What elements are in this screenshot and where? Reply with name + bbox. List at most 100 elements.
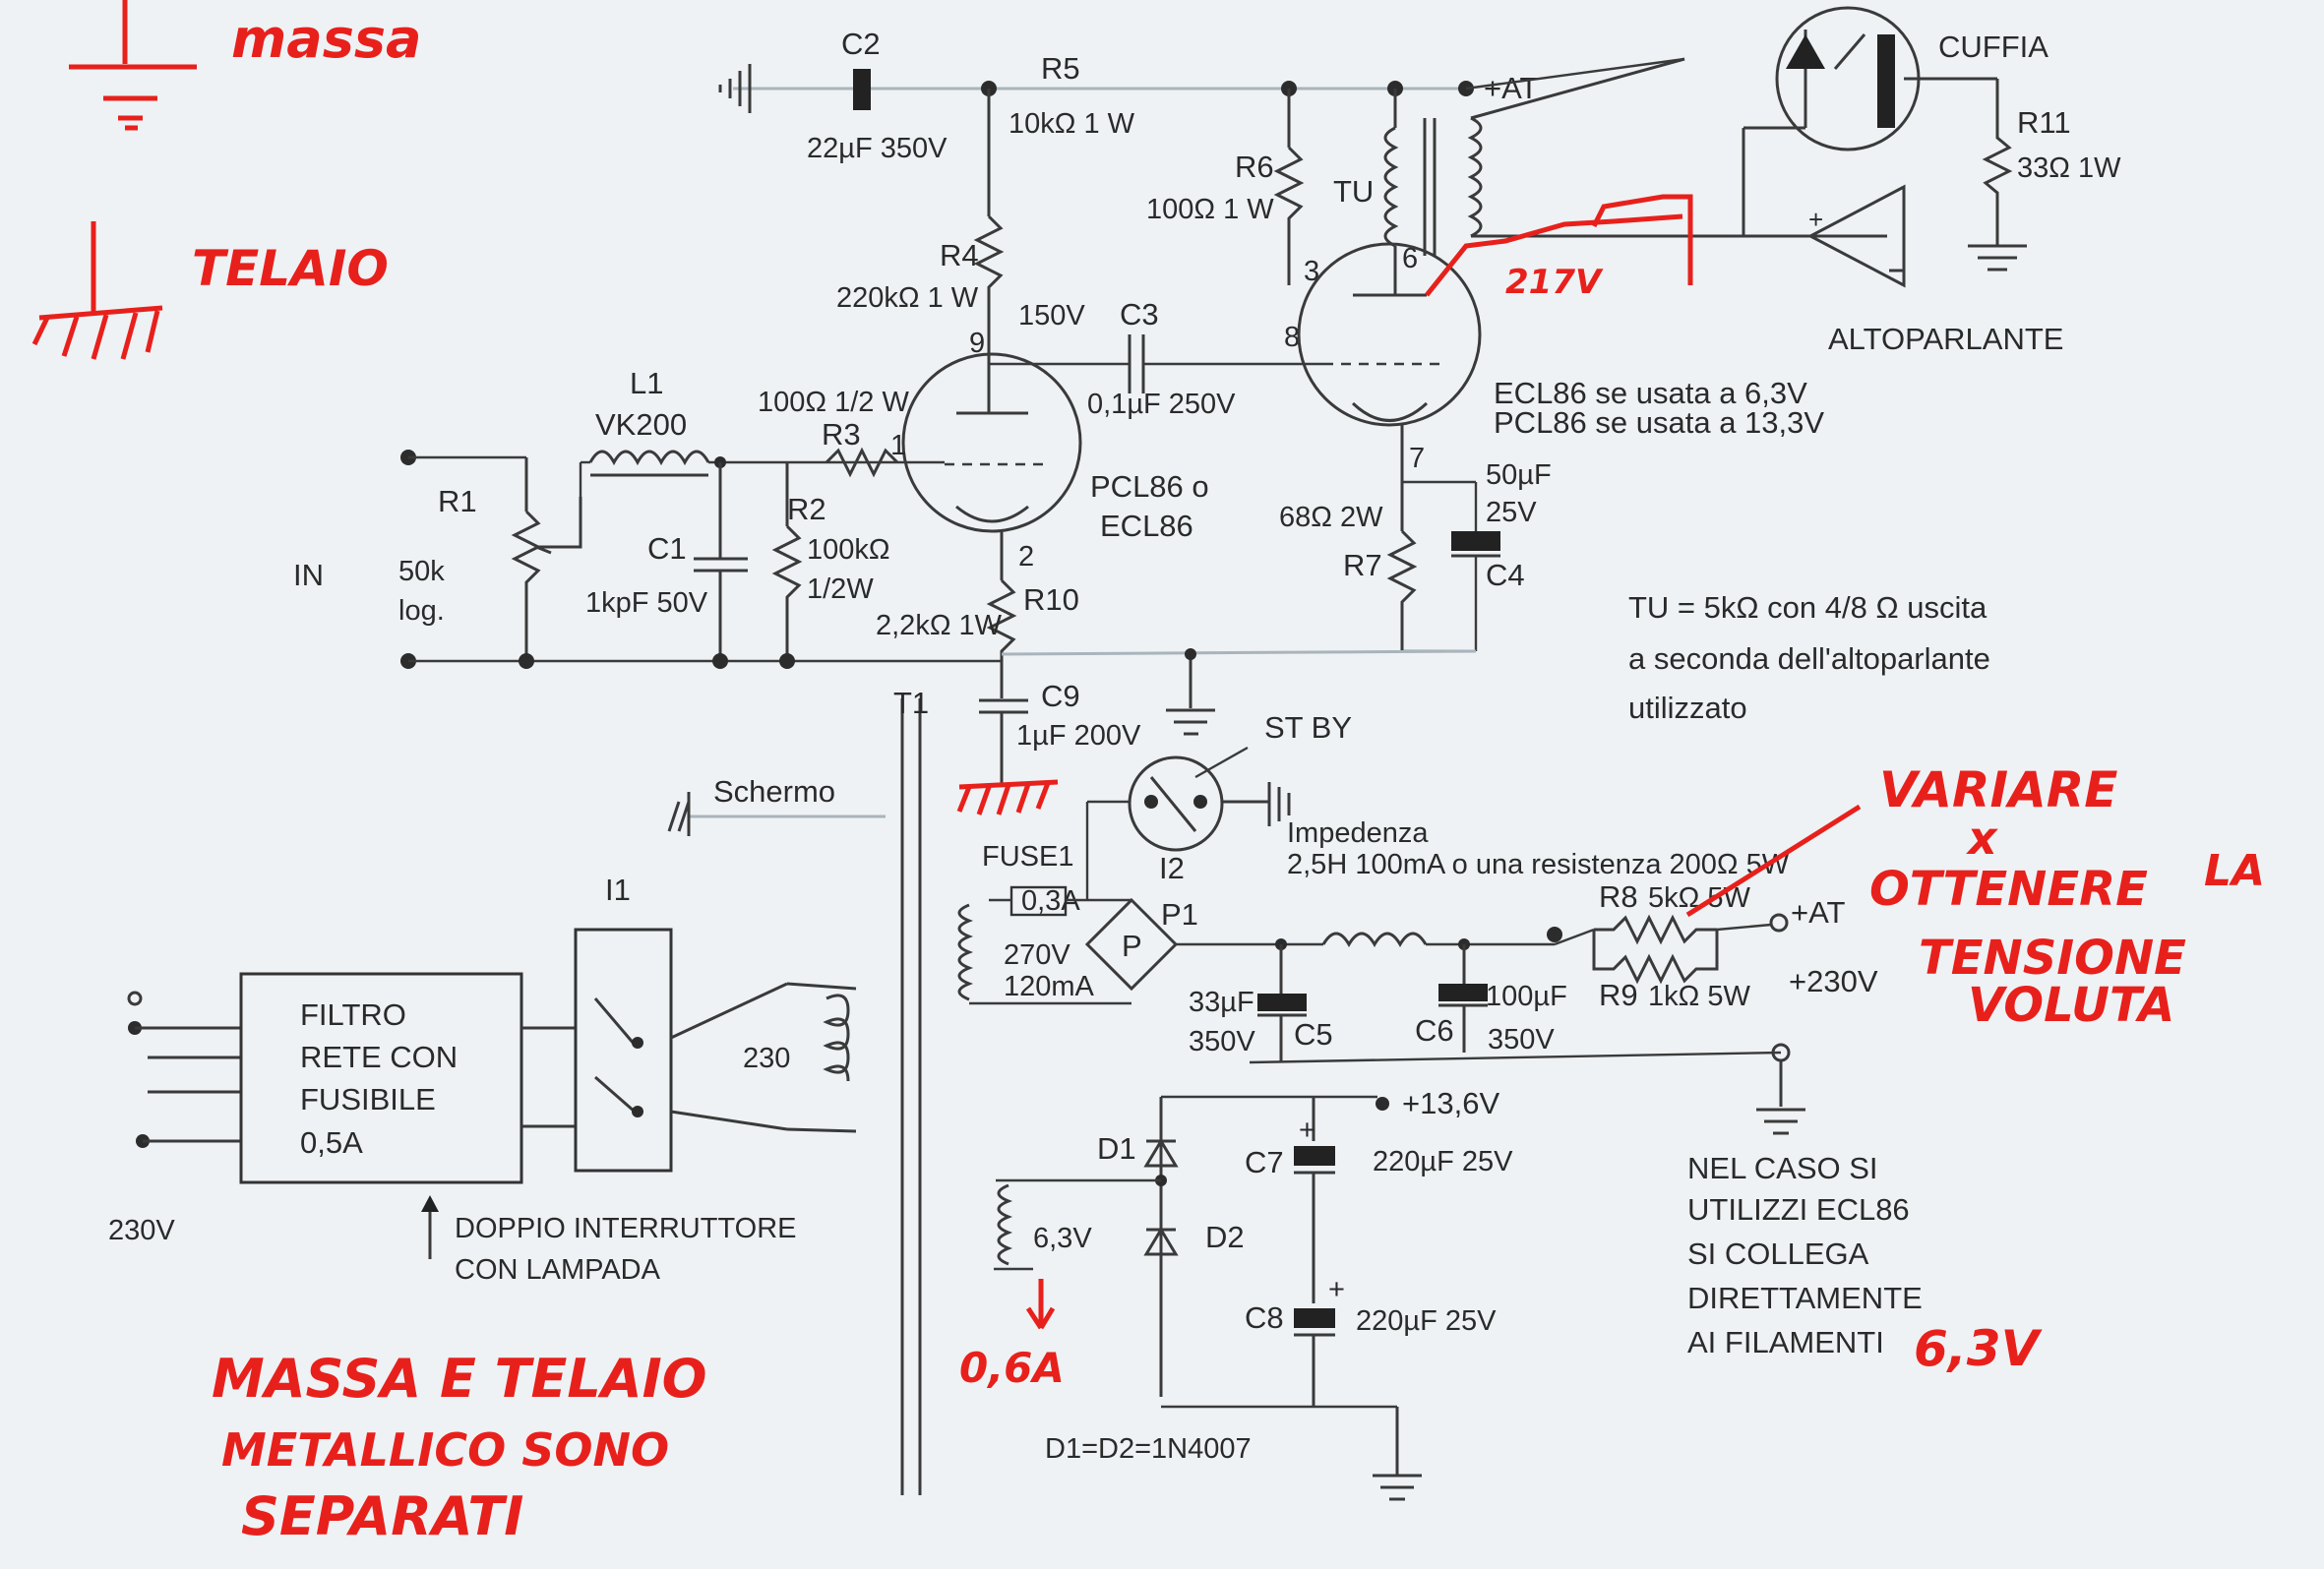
r2-value-1: 100kΩ: [807, 534, 890, 566]
r1-value-2: log.: [398, 595, 445, 627]
i1-label: I1: [605, 873, 631, 907]
diodes-label: D1=D2=1N4007: [1045, 1433, 1252, 1465]
v136-label: +13,6V: [1402, 1086, 1499, 1120]
r5-label: R5: [1041, 51, 1080, 86]
filament-current: 0,6A: [959, 1344, 1065, 1392]
v150-label: 150V: [1018, 300, 1085, 332]
v2-type-2: PCL86 se usata a 13,3V: [1494, 405, 1824, 440]
input-section: IN R1 50k log. L1 VK200 C1 1kpF 50V R2 1…: [293, 366, 1477, 669]
c2-value: 22µF 350V: [807, 133, 948, 164]
r11-label: R11: [2017, 105, 2071, 140]
sec-current: 120mA: [1004, 971, 1095, 1002]
pin3-label: 3: [1304, 256, 1319, 287]
d2-label: D2: [1205, 1220, 1245, 1254]
c4-value-1: 50µF: [1486, 459, 1552, 491]
note-tensione: TENSIONE: [1919, 931, 2186, 986]
i2-label: I2: [1159, 851, 1185, 885]
svg-text:+: +: [1299, 1115, 1315, 1146]
at-out-label: +AT: [1791, 895, 1845, 930]
c6-value-1: 100µF: [1486, 981, 1567, 1012]
c1-label: C1: [647, 531, 687, 566]
note-variare: VARIARE: [1879, 761, 2117, 818]
tu-note-3: utilizzato: [1628, 691, 1747, 725]
filtro-3: FUSIBILE: [300, 1082, 436, 1116]
nel-4: DIRETTAMENTE: [1687, 1281, 1923, 1315]
handwritten-notes: VARIARE x OTTENERE LA TENSIONE VOLUTA MA…: [212, 761, 2265, 1547]
c5-label: C5: [1294, 1017, 1333, 1052]
nota-1: MASSA E TELAIO: [212, 1348, 707, 1410]
c9-value: 1µF 200V: [1016, 720, 1141, 752]
c6-value-2: 350V: [1488, 1024, 1555, 1056]
nota-3: SEPARATI: [241, 1485, 523, 1547]
note-la: LA: [2204, 846, 2265, 896]
r10-value: 2,2kΩ 1W: [876, 610, 1003, 641]
r5-value: 10kΩ 1 W: [1009, 108, 1135, 140]
power-supply: ST BY I2 Impedenza 2,5H 100mA o una resi…: [957, 710, 1878, 1135]
d1-label: D1: [1097, 1131, 1136, 1166]
tu-note-1: TU = 5kΩ con 4/8 Ω uscita: [1628, 590, 1988, 625]
svg-text:+: +: [1808, 205, 1823, 234]
note-voluta: VOLUTA: [1968, 978, 2174, 1033]
c4-value-2: 25V: [1486, 497, 1537, 528]
note-x: x: [1966, 812, 1998, 865]
c1-value: 1kpF 50V: [585, 587, 708, 619]
c2-label: C2: [841, 27, 881, 61]
nel-1: NEL CASO SI: [1687, 1151, 1878, 1185]
r9-value: 1kΩ 5W: [1648, 981, 1750, 1012]
at-top-label: +AT: [1484, 71, 1538, 105]
doppio-1: DOPPIO INTERRUTTORE: [455, 1213, 797, 1244]
r6-label: R6: [1235, 150, 1274, 184]
c7-value: 220µF 25V: [1373, 1146, 1513, 1177]
c8-label: C8: [1245, 1300, 1284, 1335]
r7-value: 68Ω 2W: [1279, 502, 1383, 533]
in-label: IN: [293, 558, 324, 592]
pin1-label: 1: [890, 430, 906, 461]
tu-note: TU = 5kΩ con 4/8 Ω uscita a seconda dell…: [1628, 590, 1990, 725]
pin7-label: 7: [1409, 443, 1425, 474]
note-ottenere: OTTENERE: [1869, 862, 2148, 917]
r9-label: R9: [1599, 978, 1638, 1012]
legend-telaio-label: TELAIO: [192, 240, 389, 297]
nel-5: AI FILAMENTI: [1687, 1325, 1884, 1359]
r11-value: 33Ω 1W: [2017, 152, 2121, 184]
primary-label: 230: [743, 1043, 790, 1074]
c9-label: C9: [1041, 679, 1080, 713]
v2-type-1: ECL86 se usata a 6,3V: [1494, 376, 1807, 410]
impedenza-1: Impedenza: [1287, 817, 1429, 849]
v1-type-2: ECL86: [1100, 509, 1193, 543]
c3-value: 0,1µF 250V: [1087, 389, 1236, 420]
tension-217: 217V: [1505, 263, 1604, 302]
fuse1-label: FUSE1: [982, 841, 1073, 873]
nel-2: UTILIZZI ECL86: [1687, 1192, 1910, 1227]
pin2-label: 2: [1018, 541, 1034, 573]
stage-1: R4 220kΩ 1 W 150V 9 C3 0,1µF 250V PCL86 …: [836, 89, 1289, 659]
c3-label: C3: [1120, 297, 1159, 332]
nota-2: METALLICO SONO: [221, 1423, 669, 1477]
c6-label: C6: [1415, 1013, 1454, 1048]
p1-label: P1: [1161, 897, 1198, 932]
schermo-label: Schermo: [713, 774, 835, 809]
legend-massa: massa: [69, 0, 421, 131]
headphone-jack: CUFFIA + ALTOPARLANTE R11 33Ω 1W: [1465, 6, 2121, 356]
st-by-label: ST BY: [1264, 710, 1352, 745]
pin9-label: 9: [969, 328, 985, 359]
nel-3: SI COLLEGA: [1687, 1237, 1869, 1271]
r3-label: R3: [822, 417, 861, 452]
c8-value: 220µF 25V: [1356, 1305, 1497, 1337]
cuffia-label: CUFFIA: [1938, 30, 2049, 64]
r1-label: R1: [438, 484, 477, 518]
r2-label: R2: [787, 492, 826, 526]
legend-telaio: TELAIO: [31, 221, 389, 360]
fil-voltage: 6,3V: [1033, 1223, 1092, 1254]
pin6-label: 6: [1402, 243, 1418, 274]
ecl86-note: NEL CASO SI UTILIZZI ECL86 SI COLLEGA DI…: [1687, 1151, 2043, 1377]
filtro-1: FILTRO: [300, 997, 406, 1032]
doppio-2: CON LAMPADA: [455, 1254, 661, 1286]
r4-label: R4: [940, 238, 979, 272]
bridge-symbol: P: [1122, 929, 1142, 963]
c4-label: C4: [1486, 558, 1525, 592]
impedenza-2: 2,5H 100mA o una resistenza 200Ω 5W: [1287, 849, 1790, 880]
pin8-label: 8: [1284, 322, 1300, 353]
